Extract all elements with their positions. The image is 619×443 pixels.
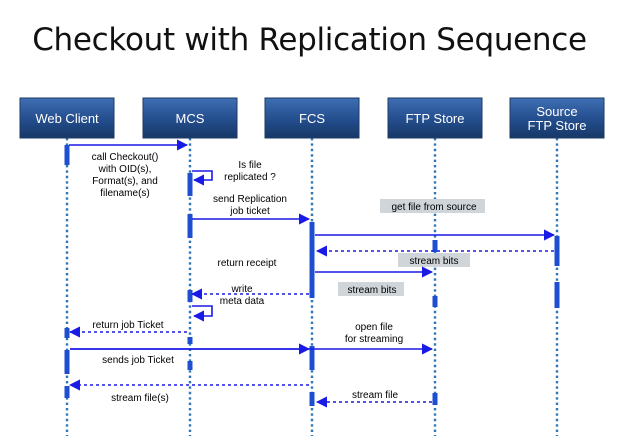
message-stream-bits-2: stream bits <box>338 282 404 296</box>
participant-box-src <box>509 97 605 139</box>
participant-label-src: Source <box>536 104 577 119</box>
message-sends-job-ticket: sends job Ticket <box>102 355 174 366</box>
message-return-receipt: return receipt <box>218 258 434 278</box>
message-call-checkout: call Checkout()with OID(s),Format(s), an… <box>69 139 189 199</box>
message-label-stream-bits-2: stream bits <box>348 285 397 296</box>
message-label-highlight <box>338 282 404 296</box>
message-label-open-file-for-streaming: for streaming <box>345 334 403 345</box>
participant-label-src: FTP Store <box>527 118 586 133</box>
activation-bar <box>432 393 438 405</box>
activation-bar <box>309 346 315 370</box>
message-label-return-receipt: return receipt <box>218 258 277 269</box>
participant-web: Web Client <box>19 97 115 139</box>
message-label-send-replication-job-ticket: job ticket <box>229 206 270 217</box>
participant-box-fcs <box>264 97 360 139</box>
activation-bar <box>64 328 70 338</box>
message-label-sends-job-ticket: sends job Ticket <box>102 355 174 366</box>
activation-bar <box>187 361 193 370</box>
message-stream-bits-1: stream bits <box>315 245 554 267</box>
message-label-open-file-for-streaming: open file <box>355 322 393 333</box>
participant-label-fcs: FCS <box>299 111 325 126</box>
participant-label-ftp: FTP Store <box>405 111 464 126</box>
message-label-stream-files: stream file(s) <box>111 393 169 404</box>
message-label-write-meta-data: meta data <box>220 296 265 307</box>
message-stream-file: stream file <box>315 390 432 408</box>
participant-label-web: Web Client <box>35 111 99 126</box>
message-arrow-is-file-replicated <box>192 170 213 186</box>
activation-bar <box>64 350 70 374</box>
activation-bar <box>432 240 438 252</box>
activation-bar <box>187 337 193 344</box>
activation-bar <box>64 386 70 398</box>
participant-mcs: MCS <box>142 97 238 139</box>
activation-bar <box>309 392 315 406</box>
message-label-send-replication-job-ticket: send Replication <box>213 194 287 205</box>
message-label-write-meta-data: write <box>230 284 253 295</box>
message-label-stream-bits-1: stream bits <box>410 256 459 267</box>
message-get-file-from-source: get file from source <box>315 199 556 241</box>
message-label-is-file-replicated: Is file <box>238 160 262 171</box>
participant-ftp: FTP Store <box>387 97 483 139</box>
participant-fcs: FCS <box>264 97 360 139</box>
participant-label-mcs: MCS <box>176 111 205 126</box>
message-label-is-file-replicated: replicated ? <box>224 172 276 183</box>
message-stream-files: stream file(s) <box>68 379 309 404</box>
message-label-call-checkout: with OID(s), <box>98 164 152 175</box>
activation-bar <box>64 145 70 165</box>
activation-bar <box>187 214 193 238</box>
message-label-stream-file: stream file <box>352 390 399 401</box>
activation-bar <box>554 236 560 266</box>
participant-box-ftp <box>387 97 483 139</box>
activation-bar <box>187 173 193 196</box>
activation-bar <box>432 296 438 307</box>
message-label-call-checkout: filename(s) <box>100 188 149 199</box>
activation-bar <box>554 282 560 308</box>
message-label-return-job-ticket: return job Ticket <box>92 320 163 331</box>
message-label-highlight <box>380 199 485 213</box>
message-label-call-checkout: call Checkout() <box>92 152 159 163</box>
write-meta-data-self-arrow <box>192 305 213 322</box>
message-return-job-ticket: return job Ticket <box>68 320 187 338</box>
page-title: Checkout with Replication Sequence <box>32 22 587 58</box>
participant-box-web <box>19 97 115 139</box>
message-label-highlight <box>398 253 470 267</box>
message-label-get-file-from-source: get file from source <box>391 202 476 213</box>
message-label-call-checkout: Format(s), and <box>92 176 158 187</box>
activation-bar <box>309 222 315 298</box>
activation-bar <box>187 290 193 302</box>
participant-box-mcs <box>142 97 238 139</box>
